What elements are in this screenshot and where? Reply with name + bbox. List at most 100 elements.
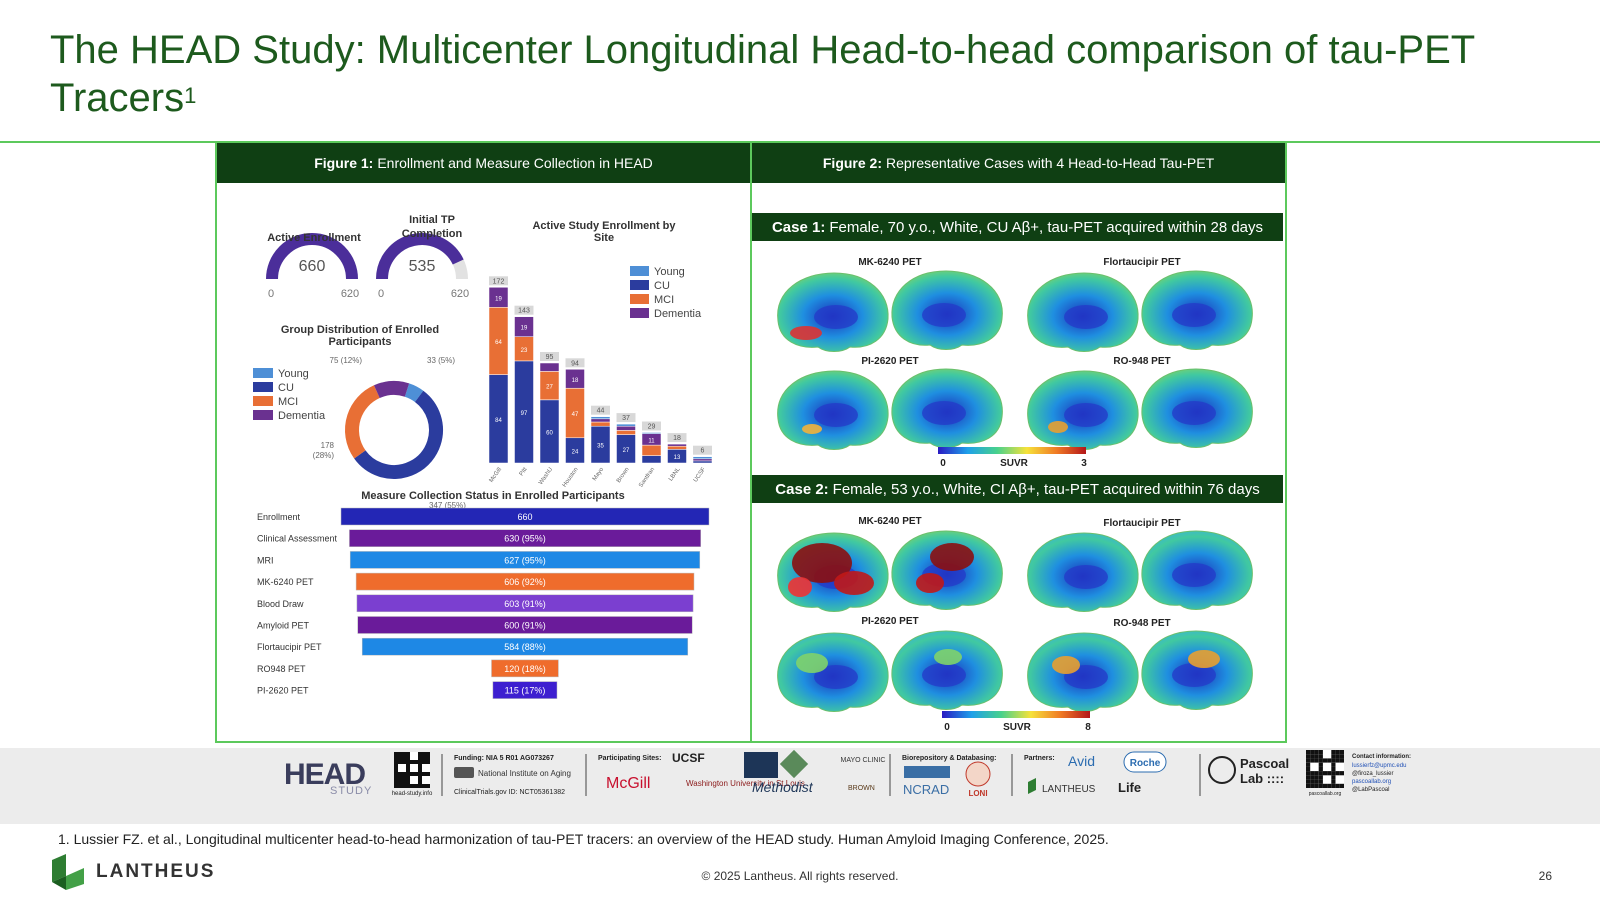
funnel-bar: [361, 637, 689, 656]
funnel-bar: [356, 594, 694, 613]
qr-cell: [1339, 750, 1344, 755]
funnel-bar: [340, 507, 710, 526]
qr-cell: [1318, 762, 1323, 767]
qr-cell: [1327, 783, 1332, 788]
brain-case2-mk6240-lateral: [777, 532, 889, 612]
brain-hotspot: [930, 543, 974, 571]
qr-cell: [406, 760, 410, 764]
site-chart-title: Active Study Enrollment by: [532, 220, 676, 232]
qr-cell: [398, 784, 402, 788]
brain-core: [1172, 563, 1216, 587]
qr-cell: [406, 784, 410, 788]
lantheus-small-logo-icon: [1028, 778, 1036, 794]
qr-cell: [426, 772, 430, 776]
qr-cell: [1339, 771, 1344, 776]
pascoal-logo-line2: Lab ::::: [1240, 771, 1284, 786]
site-bar-young: [590, 416, 611, 420]
site-total-box: [591, 405, 610, 415]
funnel-bar-label: 630 (95%): [504, 534, 546, 544]
gauge-title: Active Enrollment: [267, 232, 361, 244]
brown-logo: BROWN: [848, 785, 875, 792]
donut-slice-label: (28%): [313, 451, 335, 460]
brain-case2-ro948-medial: [1141, 630, 1253, 710]
figure-1-header: Figure 1: Enrollment and Measure Collect…: [217, 143, 750, 183]
qr-cell: [1310, 779, 1315, 784]
site-legend-label: CU: [654, 280, 670, 292]
funnel-bar-label: 600 (91%): [504, 621, 546, 631]
site-legend-label: MCI: [654, 294, 674, 306]
nih-logo-icon: [454, 767, 474, 778]
donut-legend-label: MCI: [278, 396, 298, 408]
qr-cell: [1322, 783, 1328, 788]
roche-logo-badge: [1123, 751, 1167, 773]
site-axis-label: Santfran: [638, 467, 656, 489]
qr-cell: [402, 776, 406, 780]
contact-line: pascoallab.org: [1352, 779, 1391, 785]
qr-cell: [1331, 754, 1336, 759]
case-2-bar: Case 2: Female, 53 y.o., White, CI Aβ+, …: [752, 475, 1283, 503]
slide-title: The HEAD Study: Multicenter Longitudinal…: [50, 26, 1550, 122]
site-bar-segment-label: 84: [495, 418, 502, 424]
qr-cell: [1327, 758, 1332, 763]
site-bar-young: [616, 423, 636, 427]
site-bar-mci: [616, 430, 636, 435]
pascoal-logo-line1: Pascoal: [1240, 756, 1289, 771]
case1-tracer-label: Flortaucipir PET: [1103, 257, 1180, 268]
case-2-text: Female, 53 y.o., White, CI Aβ+, tau-PET …: [832, 480, 1260, 498]
qr-cell: [394, 764, 398, 768]
gauge-title: Completion: [402, 228, 463, 240]
site-total-box: [667, 433, 687, 443]
lantheus-logo-icon: [52, 854, 84, 890]
brain-case1-pi2620-medial: [891, 368, 1003, 448]
qr-cell: [418, 776, 422, 780]
brain-core: [814, 403, 858, 427]
gauge-max: 620: [451, 288, 469, 300]
site-total-box: [565, 358, 585, 368]
case2-tracer-label: Flortaucipir PET: [1103, 518, 1180, 529]
brain-core: [814, 665, 858, 689]
qr-cell: [1306, 779, 1311, 784]
site-total-box: [540, 352, 559, 361]
page-number: 26: [1538, 869, 1552, 883]
contact-line: @firoza_lussier: [1352, 771, 1393, 777]
site-total-label: 143: [518, 308, 530, 315]
qr-cell: [1310, 758, 1315, 763]
brain-core: [814, 305, 858, 329]
funnel-row-label: Flortaucipir PET: [257, 642, 322, 652]
lantheus-partner: LANTHEUS: [1042, 784, 1096, 795]
figure-1-caption: Enrollment and Measure Collection in HEA…: [377, 155, 653, 171]
qr-cell: [1339, 758, 1344, 763]
site-bar-dementia: [488, 287, 509, 308]
qr-cell: [1314, 758, 1319, 763]
site-bar-segment-label: 24: [572, 449, 579, 455]
donut-title: Group Distribution of Enrolled: [281, 324, 439, 336]
qr-cell: [418, 772, 422, 776]
brain-hotspot: [1052, 656, 1080, 674]
case1-tracer-label: PI-2620 PET: [861, 356, 918, 367]
funnel-row-label: Amyloid PET: [257, 621, 310, 631]
brain-core: [922, 303, 966, 327]
site-bar-segment-label: 60: [546, 430, 553, 436]
brain-case2-mk6240-medial: [891, 530, 1003, 610]
figure-2-label: Figure 2:: [822, 155, 882, 171]
brain-hotspot: [834, 571, 874, 595]
qr-cell: [402, 760, 406, 764]
site-legend-label: Young: [654, 266, 685, 278]
contact-line: lussierfz@upmc.edu: [1352, 763, 1406, 769]
pascoal-qr-icon: [1306, 750, 1344, 788]
brain-case2-flortaucipir-medial: [1141, 530, 1253, 610]
qr-cell: [1335, 750, 1340, 755]
funnel-row-label: PI-2620 PET: [257, 686, 309, 696]
brain-hotspot: [788, 577, 812, 597]
gauge-value: 535: [409, 258, 436, 275]
qr-cell: [1318, 766, 1323, 772]
case-1-label: Case 1:: [771, 218, 826, 236]
donut-slice: [345, 381, 443, 480]
qr-cell: [1314, 779, 1319, 784]
site-legend-swatch: [630, 294, 649, 304]
site-bar-cu: [692, 460, 713, 464]
qr-cell: [1310, 775, 1315, 780]
qr-cell: [422, 772, 426, 776]
qr-cell: [426, 760, 430, 764]
